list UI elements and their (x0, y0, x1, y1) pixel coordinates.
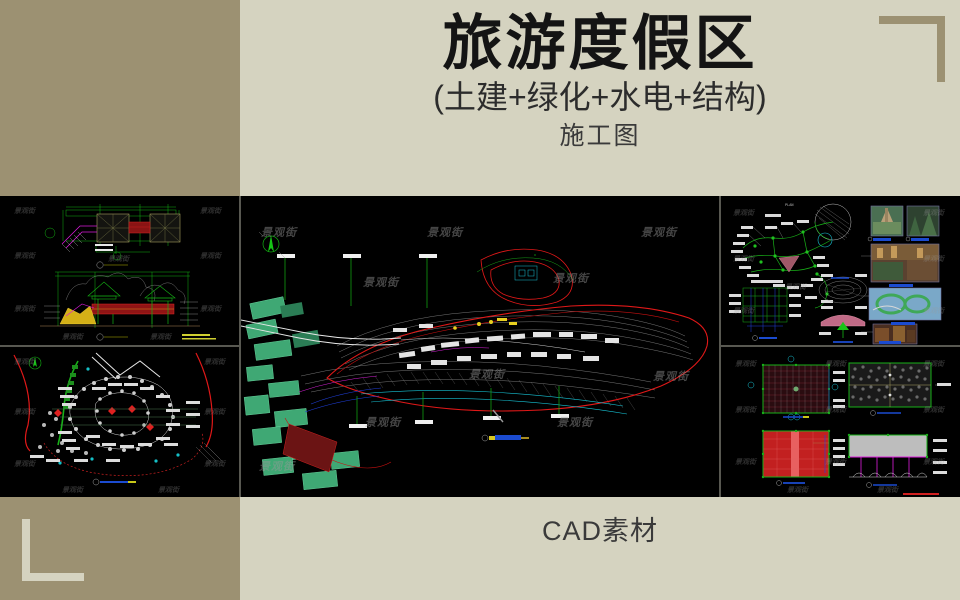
page-subtitle: (土建+绿化+水电+结构) (433, 78, 767, 115)
drawing-gallery: 景观街 景观街 景观街 景观街 景观街 景观街 景观街 景观街 景观街 (0, 196, 960, 497)
page-title: 旅游度假区 (442, 10, 758, 77)
panel-pavilion-plan-elevation[interactable]: 景观街 景观街 景观街 景观街 景观街 景观街 景观街 景观街 景观街 (0, 196, 239, 345)
svg-text:PLAN: PLAN (785, 203, 793, 207)
corner-bracket-bottom-left-icon (22, 519, 84, 581)
footer-label: CAD素材 (240, 497, 960, 559)
cad-drawing-planting (0, 347, 239, 497)
panel-structural-grid-drawings[interactable]: 景观街 景观街 景观街 景观街 景观街 景观街 景观街 景观街 景观街 景观街 … (721, 347, 960, 497)
panel-landscape-detail-with-photos[interactable]: PLAN (721, 196, 960, 345)
cad-drawing-master-plan (241, 196, 719, 497)
header: 旅游度假区 (土建+绿化+水电+结构) 施工图 (0, 0, 960, 196)
cad-drawing-landscape-detail: PLAN (721, 196, 960, 345)
panel-divider-left (239, 196, 241, 497)
panel-planting-layout-plan[interactable]: 景观街 景观街 景观街 景观街 景观街 景观街 景观街 景观街 (0, 347, 239, 497)
panel-master-site-plan[interactable]: 景观街 景观街 景观街 景观街 景观街 景观街 景观街 景观街 景观街 景观街 (241, 196, 719, 497)
footer-tan-block (0, 497, 240, 600)
title-block: 旅游度假区 (土建+绿化+水电+结构) 施工图 (240, 0, 960, 196)
page-subtitle-secondary: 施工图 (559, 121, 641, 150)
header-tan-block (0, 0, 240, 196)
panel-divider-right (719, 196, 721, 497)
footer: CAD素材 (0, 497, 960, 600)
footer-label-text: CAD素材 (541, 515, 658, 546)
cad-drawing-structural (721, 347, 960, 497)
cad-drawing-pavilion (0, 196, 239, 345)
corner-bracket-top-right-icon (879, 16, 945, 82)
panel-divider-left-horizontal (0, 345, 239, 347)
panel-divider-right-horizontal (721, 345, 960, 347)
